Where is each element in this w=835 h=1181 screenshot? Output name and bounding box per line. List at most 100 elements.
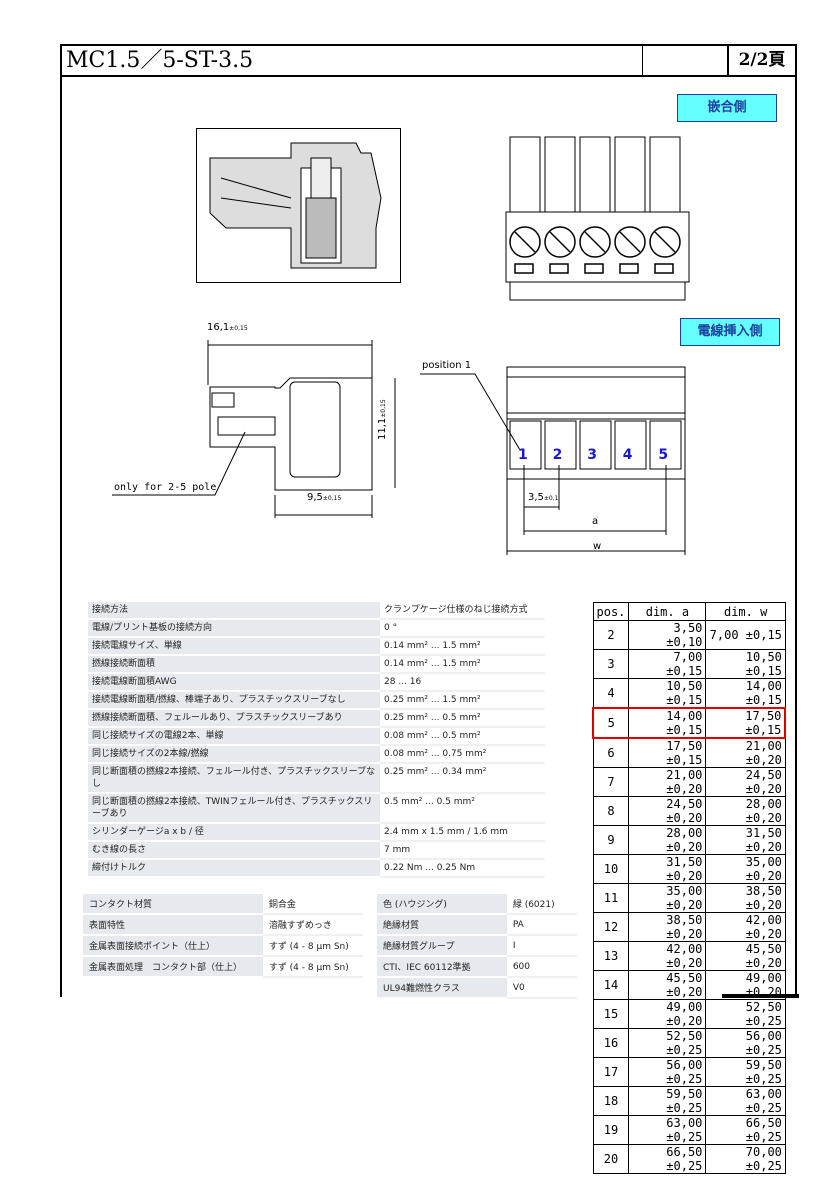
- dim-cell-w: 42,00 ±0,20: [705, 912, 786, 942]
- length-tolerance: ±0,15: [229, 325, 248, 332]
- dim-cell-pos: 12: [592, 912, 630, 942]
- dim-cell-w: 56,00 ±0,25: [705, 1028, 786, 1058]
- spec-value: 0.25 mm² ... 0.34 mm²: [380, 763, 545, 794]
- spec-label: 接続電線断面積AWG: [88, 673, 380, 692]
- spec-value: 0.08 mm² ... 0.75 mm²: [380, 745, 545, 764]
- position-1-label: position 1: [422, 360, 472, 371]
- dim-cell-a: 59,50 ±0,25: [628, 1086, 707, 1116]
- spec-label: 撚線接続断面積: [88, 655, 380, 674]
- dim-cell-w: 21,00 ±0,20: [705, 737, 786, 768]
- dim-cell-w: 59,50 ±0,25: [705, 1057, 786, 1087]
- spec-label: 金属表面処理 コンタクト部（仕上）: [83, 956, 263, 978]
- spec-value: 0.08 mm² ... 0.5 mm²: [380, 727, 545, 746]
- spec-row: 接続方法クランプケージ仕様のねじ接続方式: [88, 602, 545, 620]
- spec-value: 0.22 Nm ... 0.25 Nm: [380, 859, 545, 878]
- depth-value: 9,5: [307, 492, 323, 503]
- dim-cell-pos: 14: [592, 970, 630, 1000]
- spec-label: 電線/プリント基板の接続方向: [88, 619, 380, 638]
- dim-cell-pos: 6: [592, 737, 630, 768]
- spec-value: 溶融すずめっき: [262, 914, 363, 936]
- spec-value: すず (4 - 8 µm Sn): [262, 935, 363, 957]
- dim-cell-pos: 2: [592, 620, 630, 650]
- dim-cell-a: 35,00 ±0,20: [628, 883, 707, 913]
- position-number: 1: [518, 447, 528, 463]
- spec-row: 金属表面接続ポイント（仕上）すず (4 - 8 µm Sn): [83, 935, 363, 957]
- dim-cell-a: 10,50 ±0,15: [628, 678, 707, 709]
- dim-cell-w: 24,50 ±0,20: [705, 767, 786, 797]
- dim-cell-pos: 7: [592, 767, 630, 797]
- spec-value: I: [506, 935, 577, 957]
- side-view-drawing: [112, 340, 396, 518]
- depth-dimension: 9,5±0,15: [307, 492, 341, 503]
- dim-cell-w: 14,00 ±0,15: [705, 678, 786, 709]
- dim-cell-pos: 3: [592, 649, 630, 679]
- height-dimension: 11,1±0,15: [377, 399, 388, 440]
- spec-value: 2.4 mm x 1.5 mm / 1.6 mm: [380, 823, 545, 842]
- blank-cell: [643, 46, 729, 75]
- spec-label: 撚線接続断面積、フェルールあり、プラスチックスリーブあり: [88, 709, 380, 728]
- spec-value: 0 °: [380, 619, 545, 638]
- spec-value: 7 mm: [380, 841, 545, 860]
- dim-cell-pos: 20: [592, 1144, 630, 1174]
- dim-cell-w: 28,00 ±0,20: [705, 796, 786, 826]
- mating-side-tag: 嵌合側: [677, 94, 777, 122]
- depth-tolerance: ±0,15: [322, 495, 342, 502]
- spec-value: 600: [506, 956, 577, 978]
- spec-value: 0.14 mm² ... 1.5 mm²: [380, 637, 545, 656]
- height-value: 11,1: [377, 417, 388, 440]
- dim-header-cell: dim. w: [705, 602, 786, 621]
- length-value: 16,1: [207, 322, 230, 333]
- wire-entry-view: [420, 366, 686, 555]
- dim-cell-w: 49,00 ±0,20: [705, 970, 786, 1000]
- position-number: 3: [587, 447, 597, 463]
- dim-cell-pos: 18: [592, 1086, 630, 1116]
- dim-a-label: a: [592, 516, 599, 527]
- position-numbers: 1 2 3 4 5: [518, 447, 688, 463]
- spec-row: 色 (ハウジング)緑 (6021): [377, 894, 577, 915]
- wire-side-tag: 電線挿入側: [680, 318, 780, 346]
- spec-label: 絶縁材質グループ: [377, 935, 507, 957]
- spec-label: 同じ接続サイズの電線2本、単線: [88, 727, 380, 746]
- cross-section-drawing: [196, 128, 401, 283]
- dim-cell-a: 28,00 ±0,20: [628, 825, 707, 855]
- height-tolerance: ±0,15: [380, 399, 387, 418]
- dim-cell-w: 45,50 ±0,20: [705, 941, 786, 971]
- dim-cell-a: 14,00 ±0,15: [628, 707, 707, 739]
- dim-cell-pos: 9: [592, 825, 630, 855]
- spec-value: すず (4 - 8 µm Sn): [262, 956, 363, 978]
- dim-cell-pos: 5: [592, 707, 630, 739]
- title-block: MC1.5／5-ST-3.5 2/2頁: [60, 44, 797, 77]
- dim-cell-pos: 8: [592, 796, 630, 826]
- spec-label: 金属表面接続ポイント（仕上）: [83, 935, 263, 957]
- spec-label: コンタクト材質: [83, 894, 263, 915]
- dim-cell-a: 49,00 ±0,20: [628, 999, 707, 1029]
- spec-label: むき線の長さ: [88, 841, 380, 860]
